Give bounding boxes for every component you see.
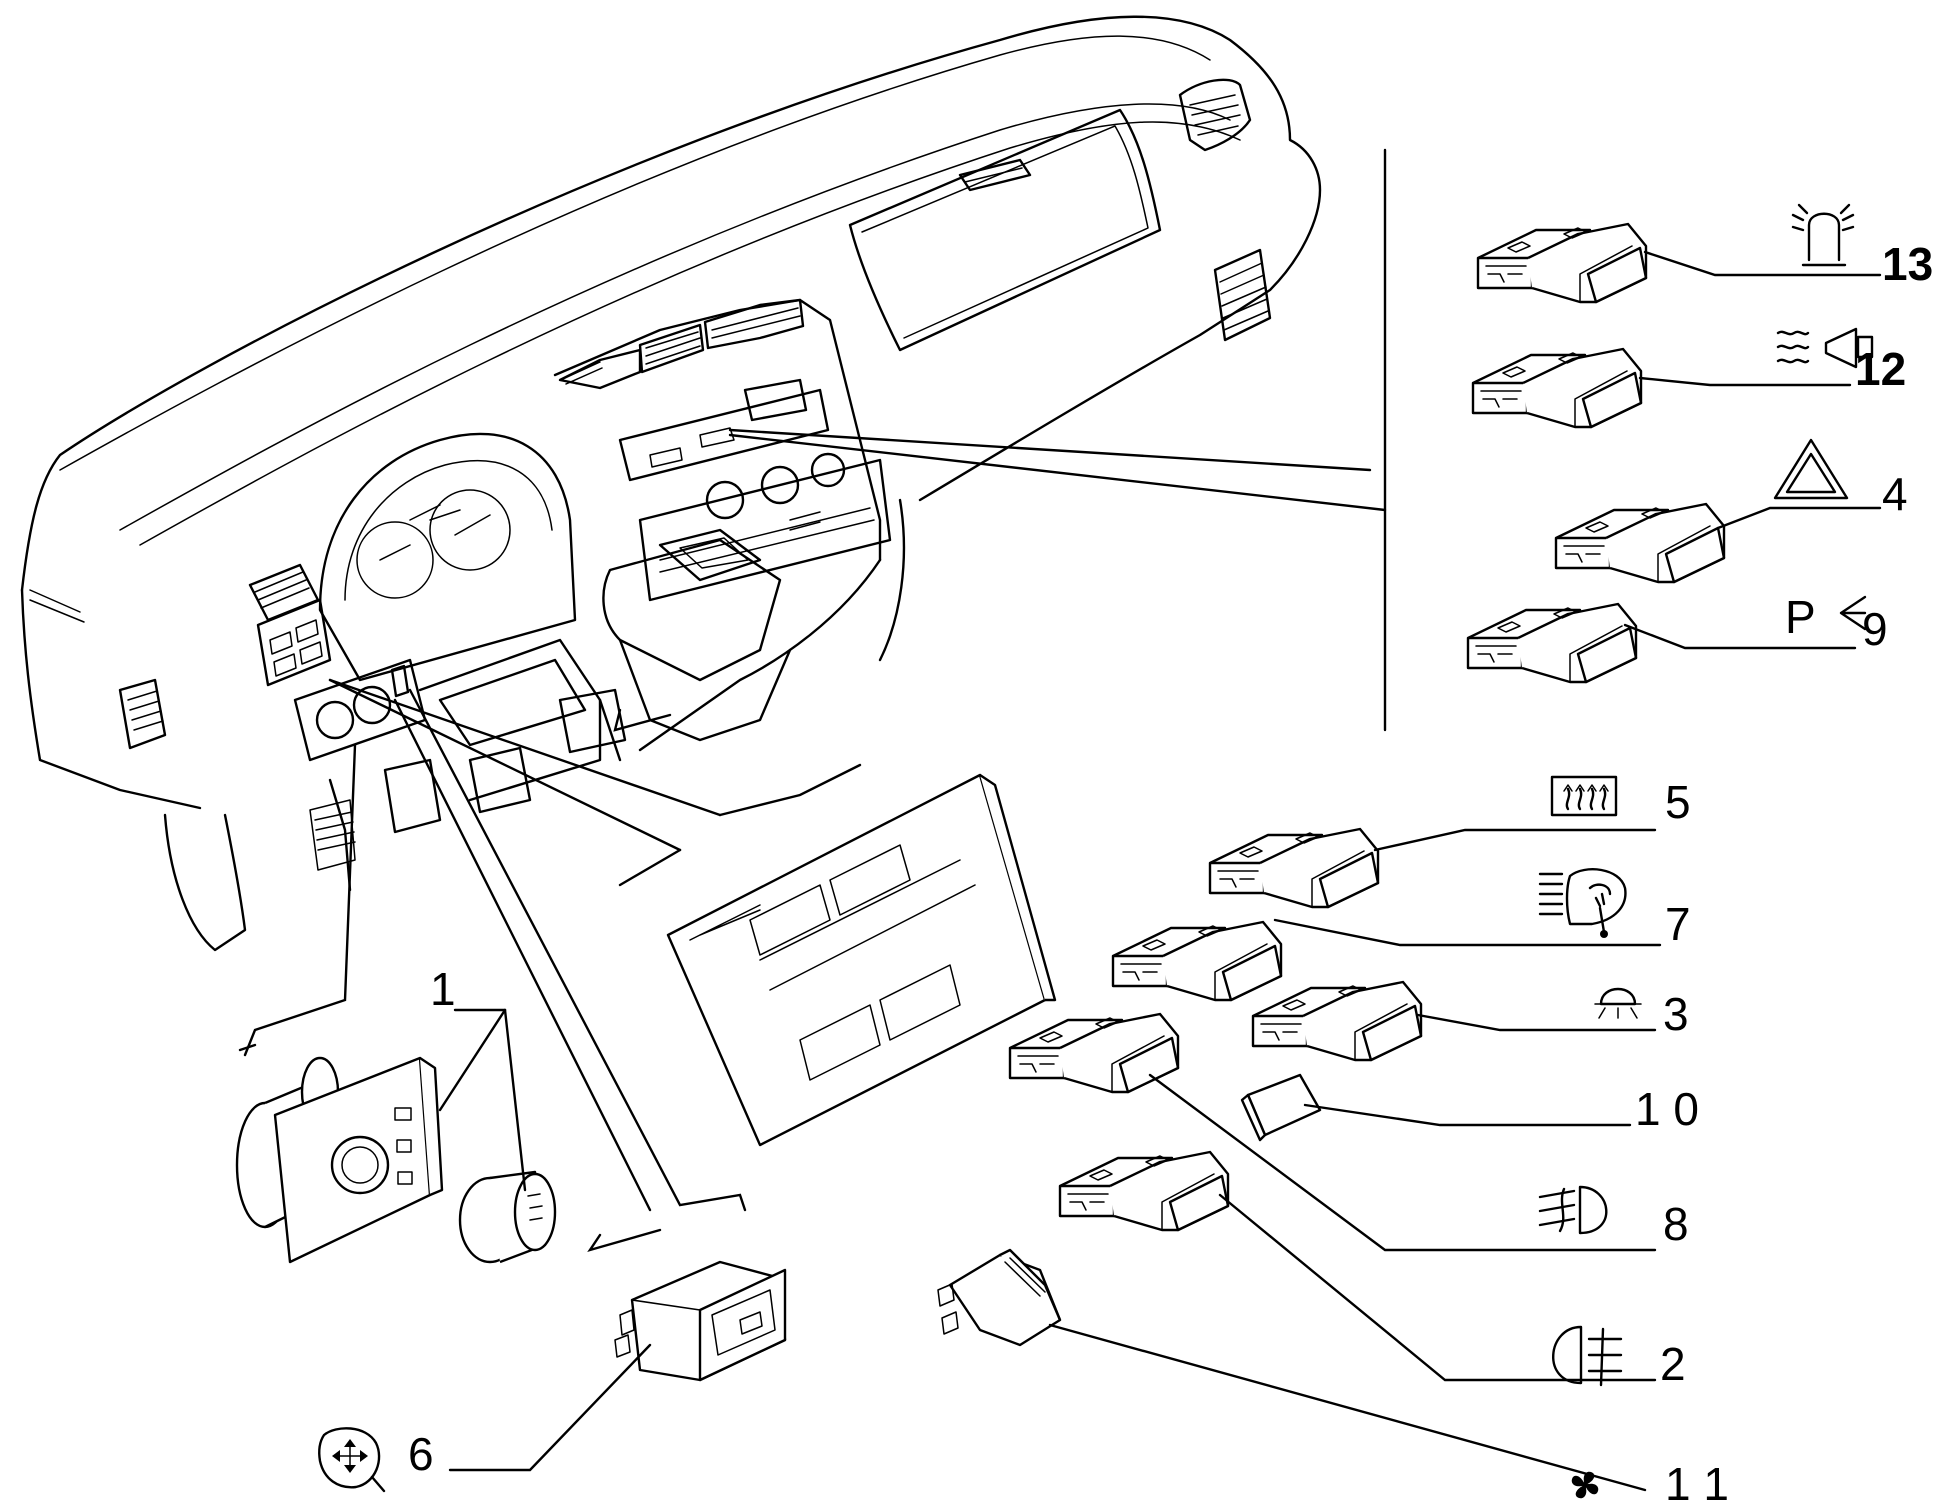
switch-9	[1466, 602, 1638, 684]
callout-4: 4	[1882, 468, 1908, 520]
hazard-warning-icon	[1773, 438, 1849, 500]
part-6-mirror-switch	[614, 1260, 787, 1382]
switch-12	[1471, 347, 1643, 429]
leader-lines	[238, 148, 1882, 1492]
horn-icon	[1776, 327, 1874, 369]
callout-2: 2	[1660, 1338, 1686, 1390]
dashboard-assembly	[20, 15, 1322, 952]
callout-5: 5	[1665, 776, 1691, 828]
fan-icon	[1571, 1471, 1599, 1499]
parking-light-letter: P	[1785, 591, 1816, 643]
callout-3: 3	[1663, 988, 1689, 1040]
front-fog-light-icon	[1538, 1185, 1608, 1235]
callout-11: 1 1	[1665, 1458, 1729, 1505]
switch-bezel-panel	[666, 773, 1057, 1147]
rotating-beacon-icon	[1791, 203, 1855, 267]
switch-7	[1111, 920, 1283, 1002]
callout-13: 13	[1882, 238, 1933, 290]
switch-2	[1058, 1150, 1230, 1232]
callout-6: 6	[408, 1428, 434, 1480]
switch-8-body	[1008, 1012, 1180, 1094]
interior-light-icon	[1594, 987, 1642, 1019]
parking-light-icon: P	[1785, 591, 1867, 643]
callout-1: 1	[430, 963, 456, 1015]
switch-4	[1554, 502, 1726, 584]
mirror-adjust-icon	[318, 1427, 386, 1493]
rear-window-defrost-icon	[1550, 775, 1618, 817]
part-11-fan-switch	[937, 1248, 1062, 1347]
callout-12: 12	[1855, 343, 1906, 395]
headlamp-leveling-icon	[1538, 868, 1627, 938]
callout-10: 1 0	[1635, 1083, 1699, 1135]
switch-3	[1251, 980, 1423, 1062]
callout-8: 8	[1663, 1198, 1689, 1250]
switch-5	[1208, 827, 1380, 909]
switch-13	[1476, 222, 1648, 304]
rear-fog-light-icon	[1552, 1325, 1623, 1387]
part-1-heater-control	[235, 1056, 557, 1264]
callout-7: 7	[1665, 898, 1691, 950]
callout-9: 9	[1862, 603, 1888, 655]
callout-numbers: 1 2 3 4 5 6 7 8 9 1 0 1 1 12 13	[408, 238, 1933, 1505]
part-10-blank-cap	[1240, 1073, 1322, 1142]
